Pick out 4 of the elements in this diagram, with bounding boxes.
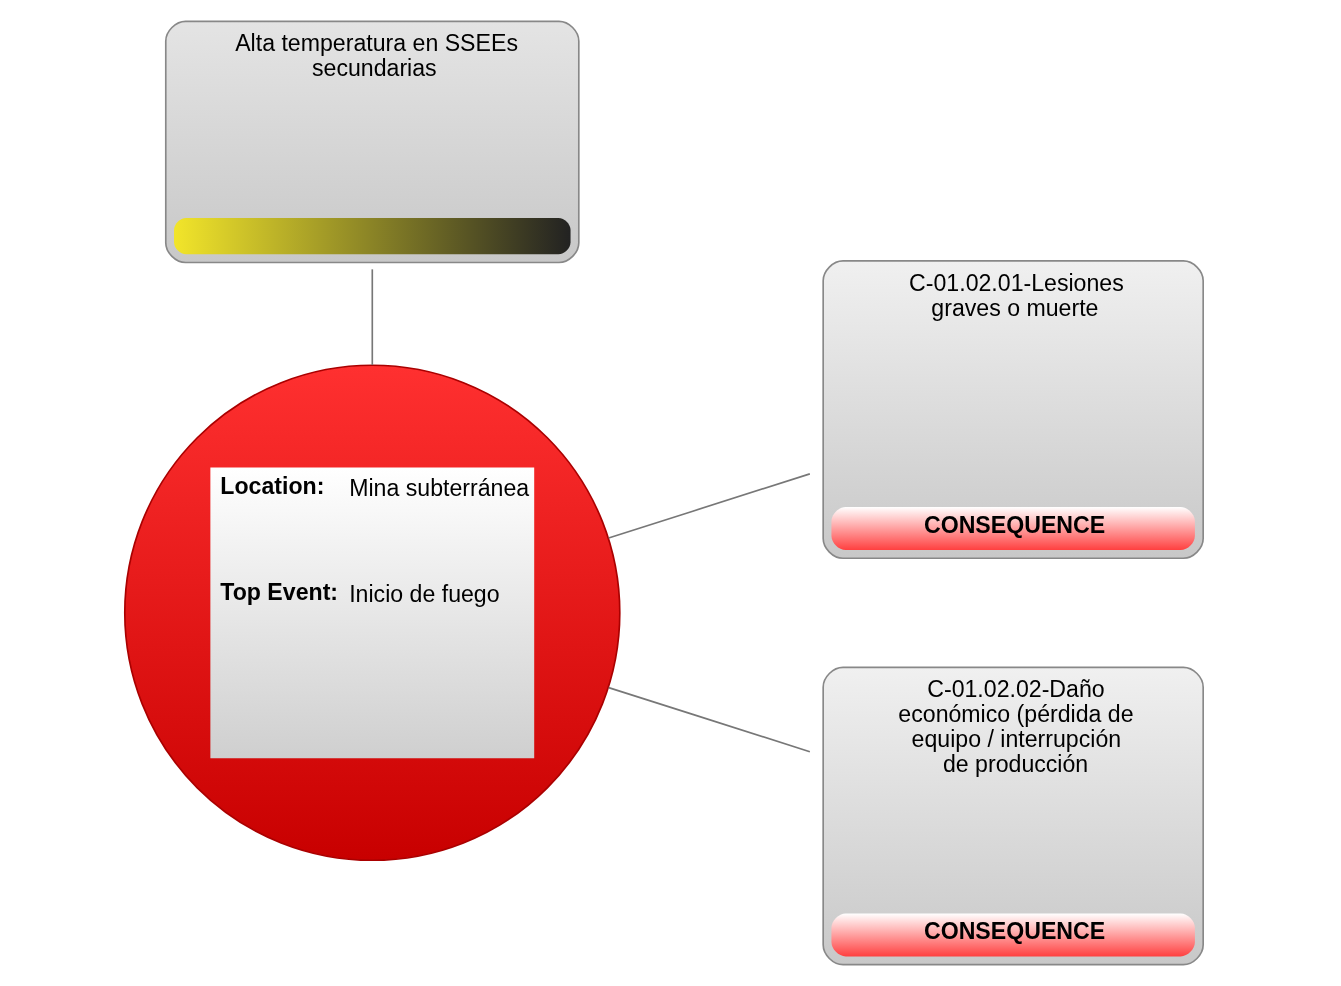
connector (607, 686, 811, 753)
connector (607, 473, 811, 539)
node-circle: Location: Mina subterránea Top Event: Inicio de fuego (123, 364, 621, 862)
connector (371, 268, 374, 366)
